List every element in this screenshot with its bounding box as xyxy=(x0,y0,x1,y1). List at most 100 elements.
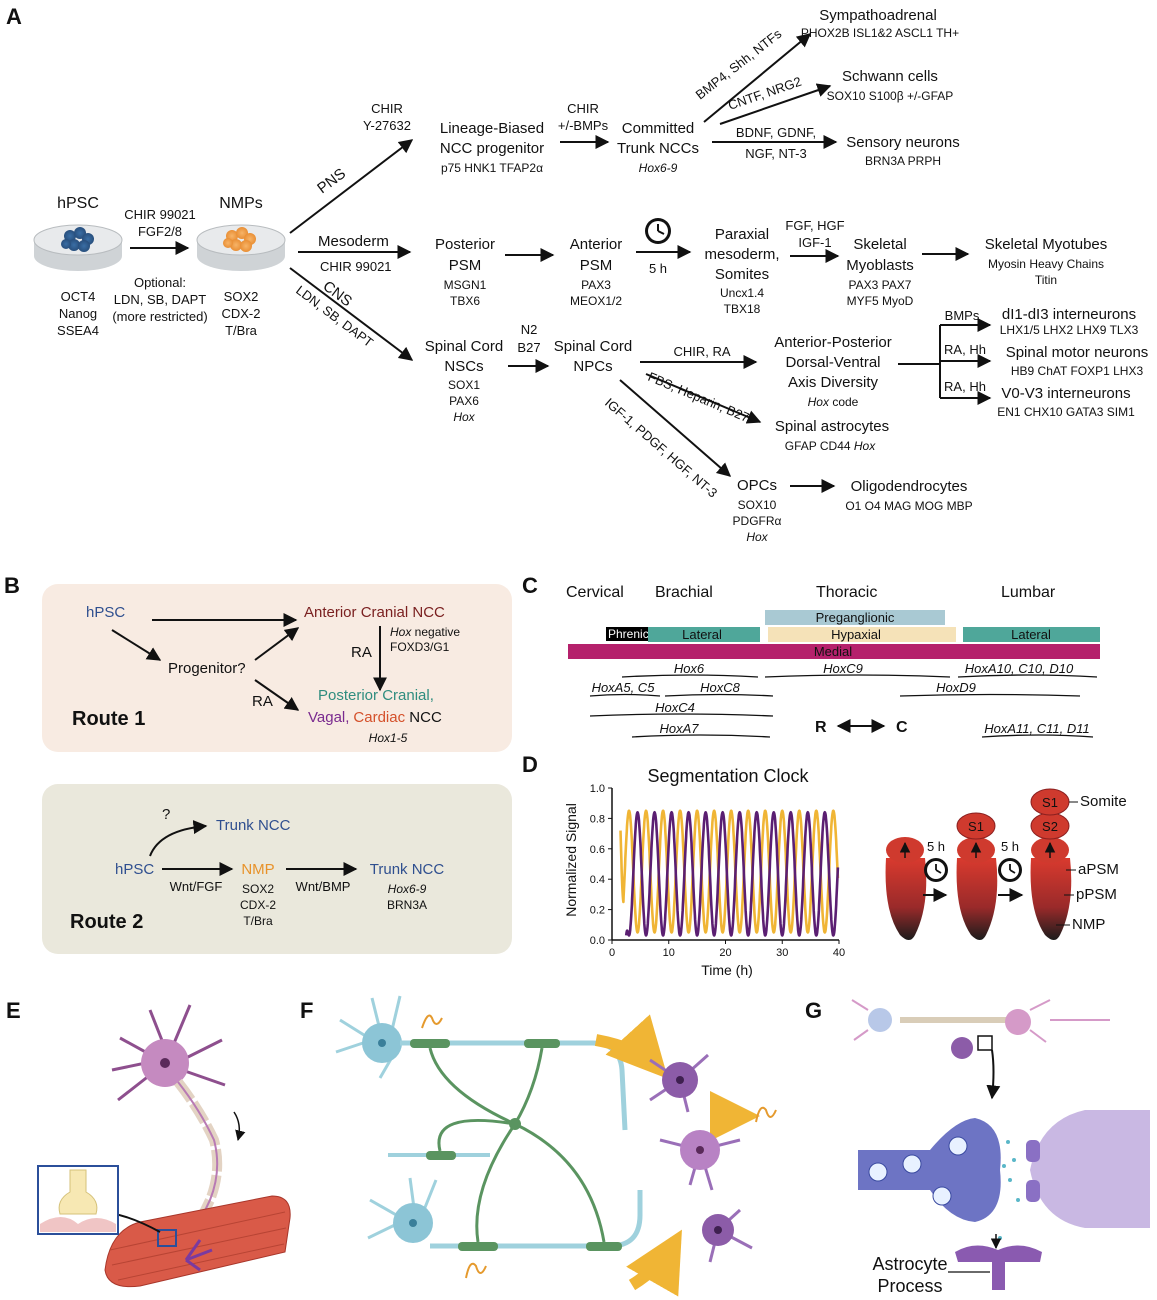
arrow-cns xyxy=(289,267,414,361)
motor-neurons-label: Spinal motor neurons xyxy=(1006,344,1149,361)
y-tick-label: 0.6 xyxy=(590,844,605,856)
anterior-psm-marker: PAX3 xyxy=(581,278,611,292)
paraxial-marker: Uncx1.4 xyxy=(720,286,764,300)
optional-factors: LDN, SB, DAPT xyxy=(114,292,207,307)
bmps-label: BMPs xyxy=(945,308,980,323)
neural-circuit-illustration xyxy=(335,995,777,1297)
npc-factor: B27 xyxy=(517,340,540,355)
myotubes-label: Skeletal Myotubes xyxy=(985,236,1108,253)
synapse-illustration xyxy=(851,999,1150,1290)
skeletal-myoblasts-label: Skeletal xyxy=(853,236,906,253)
progenitor-label: Progenitor? xyxy=(168,660,246,677)
hpsc-marker: OCT4 xyxy=(61,289,96,304)
hox1-5-label: Hox1-5 xyxy=(369,731,408,745)
arrow xyxy=(619,379,732,477)
clock-icon xyxy=(645,218,671,244)
arrow xyxy=(254,679,300,711)
arrow xyxy=(149,820,208,857)
x-tick-label: 0 xyxy=(609,947,615,959)
myotubes-marker: Titin xyxy=(1035,273,1057,287)
mesoderm-factor: CHIR 99021 xyxy=(320,259,392,274)
paraxial-label: mesoderm, xyxy=(704,246,779,263)
nmp-marker: CDX-2 xyxy=(240,898,276,912)
nmp-marker: SOX2 xyxy=(224,289,259,304)
schwann-label: Schwann cells xyxy=(842,68,938,85)
nmps-title: NMPs xyxy=(219,195,263,212)
nmp-dish xyxy=(196,224,286,271)
hox-label: HoxA11, C11, D11 xyxy=(984,721,1090,736)
pns-factor: Y-27632 xyxy=(363,118,411,133)
nsc-marker: SOX1 xyxy=(448,378,480,392)
series-line-1 xyxy=(619,809,840,934)
preganglionic-label: Preganglionic xyxy=(816,610,895,625)
opcs-label: OPCs xyxy=(737,477,777,494)
opc-factors: IGF-1, PDGF, HGF, NT-3 xyxy=(602,395,720,501)
ncc-progenitor-label: NCC progenitor xyxy=(440,140,544,157)
vagal-cardiac-label: Vagal,Cardiac NCC xyxy=(308,709,442,726)
nsc-marker: Hox xyxy=(453,410,475,424)
trunk-ncc-label: Trunk NCC xyxy=(370,861,445,878)
brn3a-label: BRN3A xyxy=(387,898,427,912)
arrow xyxy=(254,627,300,661)
pns-factor: +/-BMPs xyxy=(558,118,609,133)
ra-hh-label: RA, Hh xyxy=(944,379,986,394)
y-tick-label: 0.0 xyxy=(590,935,605,947)
committed-label: Committed xyxy=(622,120,695,137)
y-tick-label: 1.0 xyxy=(590,783,605,795)
myotubes-marker: Myosin Heavy Chains xyxy=(988,257,1104,271)
medial-bar xyxy=(568,644,1100,659)
anterior-psm-label: Anterior xyxy=(570,236,623,253)
chir-ra-label: CHIR, RA xyxy=(673,344,730,359)
sensory-markers: BRN3A PRPH xyxy=(865,154,941,168)
x-tick-label: 20 xyxy=(719,947,731,959)
nmp-marker: T/Bra xyxy=(225,323,258,338)
opc-marker: SOX10 xyxy=(738,498,777,512)
committed-hox: Hox6-9 xyxy=(639,161,678,175)
sympathoadrenal-label: Sympathoadrenal xyxy=(819,7,937,24)
opc-marker: Hox xyxy=(746,530,768,544)
five-hours-label: 5 h xyxy=(927,839,945,854)
hox-lines xyxy=(589,674,1098,738)
phrenic-bar xyxy=(606,627,652,641)
motor-markers: HB9 ChAT FOXP1 LHX3 xyxy=(1011,364,1144,378)
sensory-factors: NGF, NT-3 xyxy=(745,146,806,161)
axis-label: Anterior-Posterior xyxy=(774,334,892,351)
pns-factor: CHIR xyxy=(567,101,599,116)
wnt-bmp-label: Wnt/BMP xyxy=(296,879,351,894)
posterior-psm-label: Posterior xyxy=(435,236,495,253)
nmp-label: NMP xyxy=(1072,916,1105,933)
medial-label: Medial xyxy=(814,644,852,659)
route1-box xyxy=(42,584,512,752)
v0-interneurons-label: V0-V3 interneurons xyxy=(1001,385,1130,402)
psm-embryo xyxy=(1030,788,1072,940)
clock-icon xyxy=(998,858,1022,882)
posterior-cranial-label: Posterior Cranial, xyxy=(318,687,434,704)
x-tick-label: 10 xyxy=(663,947,675,959)
region-cervical: Cervical xyxy=(566,584,624,601)
preganglionic-bar xyxy=(765,610,945,625)
arrow xyxy=(111,629,162,661)
paraxial-label: Somites xyxy=(715,266,769,283)
five-hours-label: 5 h xyxy=(649,261,667,276)
opc-marker: PDGFRα xyxy=(733,514,782,528)
lateral-label: Lateral xyxy=(1011,627,1051,642)
hox-label: HoxA10, C10, D10 xyxy=(965,661,1074,676)
route2-hpsc: hPSC xyxy=(115,861,154,878)
arrow xyxy=(645,373,762,424)
wnt-fgf-label: Wnt/FGF xyxy=(170,879,223,894)
caudal-label: C xyxy=(896,719,908,736)
phrenic-label: Phrenic xyxy=(608,627,649,641)
anterior-cranial-ncc: Anterior Cranial NCC xyxy=(304,604,445,621)
hox-label: HoxC9 xyxy=(823,661,863,676)
fgf-label: FGF2/8 xyxy=(138,224,182,239)
v0-markers: EN1 CHX10 GATA3 SIM1 xyxy=(997,405,1135,419)
y-tick-label: 0.8 xyxy=(590,813,605,825)
arrow-pns xyxy=(289,139,414,234)
posterior-psm-label: PSM xyxy=(449,257,482,274)
optional-label: Optional: xyxy=(134,275,186,290)
hox-label: HoxC8 xyxy=(700,680,741,695)
hox-label: HoxC4 xyxy=(655,700,695,715)
spinal-nsc-label: Spinal Cord xyxy=(425,338,503,355)
s2-label: S2 xyxy=(1042,819,1058,834)
s1-label: S1 xyxy=(1042,795,1058,810)
